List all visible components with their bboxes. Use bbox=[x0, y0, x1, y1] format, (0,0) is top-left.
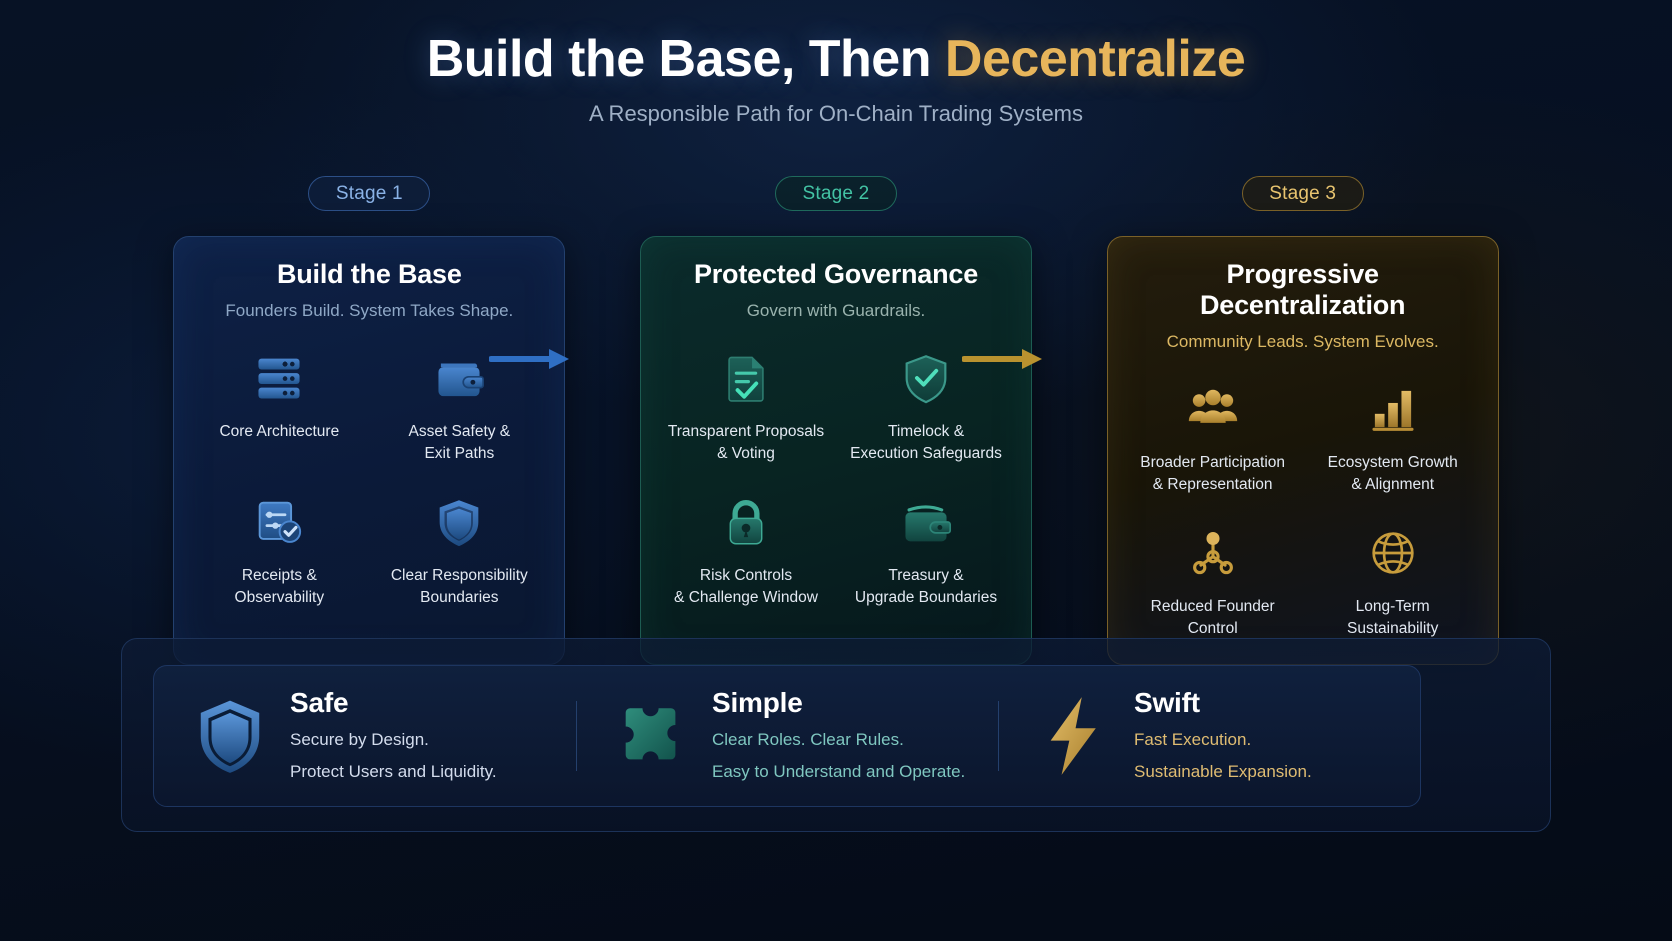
feature-label: Receipts & Observability bbox=[234, 567, 325, 606]
arrow-stage2-to-stage3 bbox=[961, 346, 1048, 372]
puzzle-piece-icon bbox=[608, 696, 696, 776]
shield-check-icon bbox=[839, 347, 1013, 409]
wallet-icon bbox=[372, 347, 546, 409]
feature-timelock-safeguards[interactable]: Timelock & Execution Safeguards bbox=[839, 347, 1013, 465]
feature-risk-controls[interactable]: Risk Controls & Challenge Window bbox=[659, 491, 833, 609]
card-subtitle-3: Community Leads. System Evolves. bbox=[1166, 332, 1439, 351]
feature-label: Ecosystem Growth & Alignment bbox=[1327, 454, 1458, 493]
card-subtitle-1: Founders Build. System Takes Shape. bbox=[225, 301, 514, 320]
people-group-icon bbox=[1126, 378, 1300, 440]
pillar-safe[interactable]: Safe Secure by Design. Protect Users and… bbox=[154, 687, 576, 785]
pillar-text: Simple Clear Roles. Clear Rules. Easy to… bbox=[712, 687, 965, 785]
card-title-3: Progressive Decentralization bbox=[1199, 259, 1406, 320]
card-title-2: Protected Governance bbox=[693, 259, 979, 289]
feature-label: Transparent Proposals & Voting bbox=[667, 423, 825, 462]
stage-card-progressive-decentralization[interactable]: Progressive Decentralization Community L… bbox=[1106, 236, 1499, 665]
stage-badge-2[interactable]: Stage 2 bbox=[775, 176, 897, 211]
feature-long-term-sustainability[interactable]: Long-Term Sustainability bbox=[1306, 522, 1480, 640]
pillars-banner: Safe Secure by Design. Protect Users and… bbox=[121, 638, 1551, 832]
feature-reduced-founder-control[interactable]: Reduced Founder Control bbox=[1126, 522, 1300, 640]
badge-slot-1: Stage 1 bbox=[136, 176, 603, 211]
card-slot-3: Progressive Decentralization Community L… bbox=[1069, 236, 1536, 665]
feature-grid-3: Broader Participation & Representation bbox=[1126, 378, 1480, 640]
stage-badges-row: Stage 1 Stage 2 Stage 3 bbox=[0, 176, 1672, 211]
pillar-swift[interactable]: Swift Fast Execution. Sustainable Expans… bbox=[998, 687, 1420, 785]
bar-chart-icon bbox=[1306, 378, 1480, 440]
arrow-stage1-to-stage2 bbox=[488, 346, 575, 372]
feature-label: Core Architecture bbox=[219, 423, 340, 440]
shield-icon bbox=[186, 696, 274, 776]
server-rack-icon bbox=[192, 347, 366, 409]
stage-cards-row: Build the Base Founders Build. System Ta… bbox=[0, 236, 1672, 665]
feature-label: Broader Participation & Representation bbox=[1140, 454, 1286, 493]
header: Build the Base, Then Decentralize A Resp… bbox=[0, 0, 1672, 127]
shield-icon bbox=[372, 491, 546, 553]
pillars-row: Safe Secure by Design. Protect Users and… bbox=[153, 665, 1421, 807]
card-slot-2: Protected Governance Govern with Guardra… bbox=[603, 236, 1070, 665]
pillar-line-1: Fast Execution. bbox=[1134, 730, 1252, 750]
card-slot-1: Build the Base Founders Build. System Ta… bbox=[136, 236, 603, 665]
feature-transparent-proposals[interactable]: Transparent Proposals & Voting bbox=[659, 347, 833, 465]
pillar-title: Swift bbox=[1134, 687, 1200, 719]
pillar-line-2: Sustainable Expansion. bbox=[1134, 761, 1312, 781]
feature-asset-safety[interactable]: Asset Safety & Exit Paths bbox=[372, 347, 546, 465]
feature-label: Treasury & Upgrade Boundaries bbox=[854, 567, 998, 606]
feature-label: Risk Controls & Challenge Window bbox=[674, 567, 818, 606]
pillar-line-1: Secure by Design. bbox=[290, 730, 429, 750]
card-title-1: Build the Base bbox=[276, 259, 462, 289]
network-nodes-icon bbox=[1126, 522, 1300, 584]
pillar-line-2: Protect Users and Liquidity. bbox=[290, 761, 497, 781]
pillar-text: Safe Secure by Design. Protect Users and… bbox=[290, 687, 497, 785]
badge-slot-3: Stage 3 bbox=[1069, 176, 1536, 211]
pillar-title: Simple bbox=[712, 687, 803, 719]
feature-label: Long-Term Sustainability bbox=[1347, 598, 1439, 637]
pillar-title: Safe bbox=[290, 687, 349, 719]
pillar-line-1: Clear Roles. Clear Rules. bbox=[712, 730, 904, 750]
feature-grid-1: Core Architecture bbox=[192, 347, 546, 609]
feature-broader-participation[interactable]: Broader Participation & Representation bbox=[1126, 378, 1300, 496]
feature-label: Reduced Founder Control bbox=[1150, 598, 1275, 637]
feature-label: Asset Safety & Exit Paths bbox=[408, 423, 511, 462]
feature-label: Timelock & Execution Safeguards bbox=[850, 423, 1002, 462]
feature-grid-2: Transparent Proposals & Voting bbox=[659, 347, 1013, 609]
clipboard-check-icon bbox=[192, 491, 366, 553]
pillar-text: Swift Fast Execution. Sustainable Expans… bbox=[1134, 687, 1312, 785]
page-title-accent: Decentralize bbox=[944, 30, 1246, 88]
stage-badge-1[interactable]: Stage 1 bbox=[308, 176, 431, 211]
lightning-bolt-icon bbox=[1030, 694, 1118, 778]
feature-treasury-boundaries[interactable]: Treasury & Upgrade Boundaries bbox=[839, 491, 1013, 609]
page-subtitle: A Responsible Path for On-Chain Trading … bbox=[588, 101, 1084, 127]
globe-icon bbox=[1306, 522, 1480, 584]
feature-receipts-observability[interactable]: Receipts & Observability bbox=[192, 491, 366, 609]
feature-ecosystem-growth[interactable]: Ecosystem Growth & Alignment bbox=[1306, 378, 1480, 496]
stage-card-build-the-base[interactable]: Build the Base Founders Build. System Ta… bbox=[173, 236, 566, 665]
pillar-line-2: Easy to Understand and Operate. bbox=[712, 761, 966, 781]
stage-card-protected-governance[interactable]: Protected Governance Govern with Guardra… bbox=[640, 236, 1032, 665]
page-title: Build the Base, Then Decentralize bbox=[0, 30, 1672, 88]
wallet-icon bbox=[839, 491, 1013, 553]
feature-clear-responsibility[interactable]: Clear Responsibility Boundaries bbox=[372, 491, 546, 609]
badge-slot-2: Stage 2 bbox=[603, 176, 1070, 211]
feature-label: Clear Responsibility Boundaries bbox=[390, 567, 528, 606]
document-check-icon bbox=[659, 347, 833, 409]
feature-core-architecture[interactable]: Core Architecture bbox=[192, 347, 366, 465]
page-title-main: Build the Base, Then bbox=[426, 30, 945, 88]
card-subtitle-2: Govern with Guardrails. bbox=[746, 301, 926, 320]
padlock-icon bbox=[659, 491, 833, 553]
pillar-simple[interactable]: Simple Clear Roles. Clear Rules. Easy to… bbox=[576, 687, 998, 785]
stage-badge-3[interactable]: Stage 3 bbox=[1241, 176, 1364, 211]
